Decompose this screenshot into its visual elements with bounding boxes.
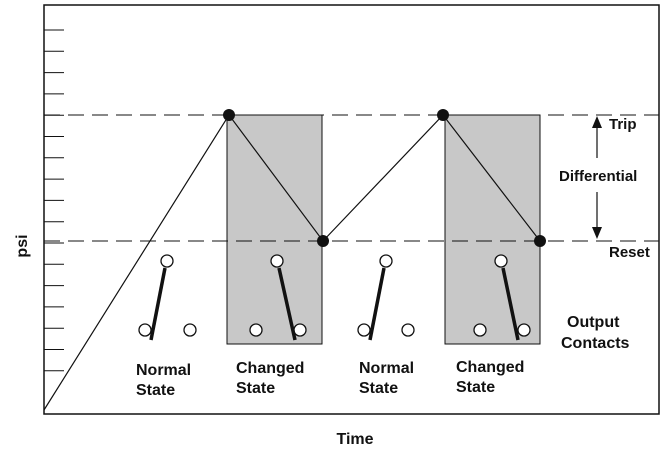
contact-symbol-changed-1 [249, 254, 307, 341]
x-axis-label: Time [336, 431, 373, 448]
reset-point-2 [534, 235, 546, 247]
trip-point-1 [223, 109, 235, 121]
output-contacts-label-line2: Contacts [561, 335, 630, 352]
state-label-4-line1: Changed [456, 359, 524, 376]
plot-frame [43, 4, 660, 415]
state-label-3-line2: State [359, 380, 398, 397]
arrow-down-icon [592, 227, 602, 239]
state-label-3-line1: Normal [359, 360, 414, 377]
changed-state-region-1 [226, 114, 323, 345]
state-label-4-line2: State [456, 379, 495, 396]
contact-symbol-normal-1 [138, 254, 197, 341]
changed-state-region-2 [444, 114, 541, 345]
trip-label: Trip [609, 116, 637, 133]
state-label-1-line2: State [136, 382, 175, 399]
state-label-2-line2: State [236, 380, 275, 397]
reset-label: Reset [609, 244, 650, 261]
arrow-up-icon [592, 116, 602, 128]
output-contacts-label-line1: Output [567, 314, 620, 331]
contact-symbol-normal-2 [357, 254, 415, 341]
state-label-1-line1: Normal [136, 362, 191, 379]
y-axis-label: psi [14, 234, 31, 257]
contact-symbol-changed-2 [473, 254, 531, 341]
reset-point-1 [317, 235, 329, 247]
state-label-2-line1: Changed [236, 360, 304, 377]
differential-label: Differential [559, 168, 637, 185]
trip-point-2 [437, 109, 449, 121]
y-axis-ticks [44, 29, 64, 372]
